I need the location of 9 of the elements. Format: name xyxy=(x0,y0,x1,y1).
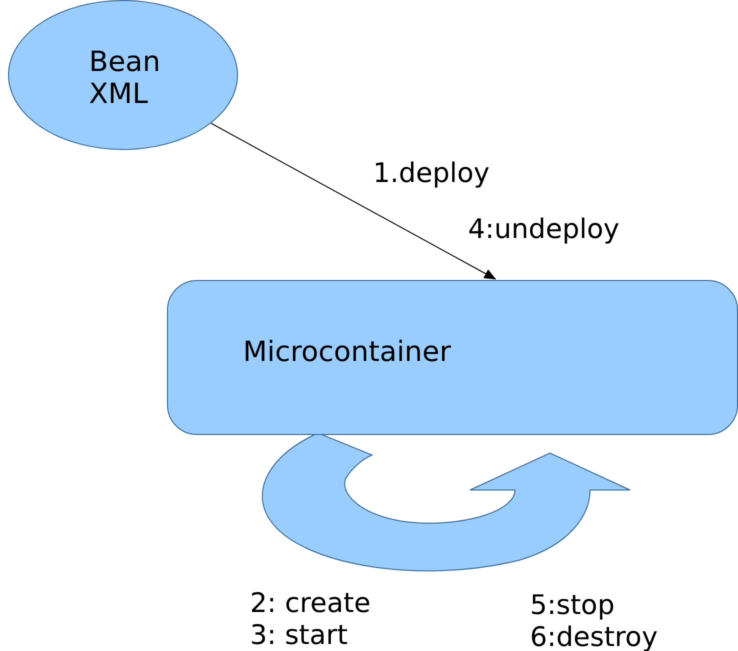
step-label: 2: create xyxy=(250,590,371,617)
step-label: 5:stop xyxy=(530,592,615,619)
process-box xyxy=(167,280,738,435)
node-label: Bean XML xyxy=(89,46,162,110)
arrow xyxy=(210,122,496,280)
step-label: 4:undeploy xyxy=(468,216,620,243)
node-label: Microcontainer xyxy=(243,336,452,368)
step-label: 1.deploy xyxy=(373,160,490,187)
step-label: 3: start xyxy=(250,622,348,649)
